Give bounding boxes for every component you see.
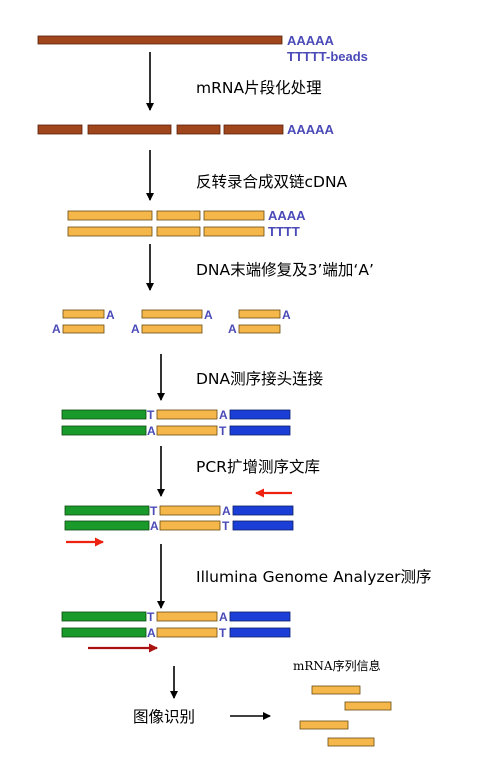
adapter-right bbox=[229, 425, 291, 436]
adapter-left bbox=[61, 627, 147, 638]
mrna-fragment bbox=[223, 124, 284, 135]
adapter-right bbox=[232, 520, 294, 531]
result-label: mRNA序列信息 bbox=[293, 658, 381, 673]
sequence-reads bbox=[299, 685, 392, 747]
t-base: T bbox=[219, 626, 227, 640]
step-pcr-amplification: PCR扩增测序文库 bbox=[196, 458, 320, 476]
read-fragment bbox=[344, 701, 392, 711]
adapter-right bbox=[229, 611, 291, 622]
adapter-right bbox=[229, 627, 291, 638]
adapter-left bbox=[61, 425, 147, 436]
cdna-fragment bbox=[238, 309, 281, 319]
a-overhang: A bbox=[282, 308, 291, 322]
insert-fragment bbox=[159, 505, 221, 516]
polya-fragment-label: AAAAA bbox=[287, 122, 335, 137]
cdna-fragment bbox=[203, 226, 265, 237]
a-overhang: A bbox=[204, 308, 213, 322]
insert-fragment bbox=[156, 627, 218, 638]
t-base: T bbox=[150, 504, 158, 518]
cdna-fragment bbox=[62, 324, 105, 334]
stage-fragments: AAAAA bbox=[37, 122, 335, 137]
cdna-fragment bbox=[156, 210, 201, 221]
polya-label: AAAAA bbox=[287, 33, 335, 48]
tttt-label: TTTT bbox=[268, 224, 300, 239]
step-image-recognition: 图像识别 bbox=[133, 708, 195, 726]
mrna-fragment bbox=[37, 124, 83, 135]
read-fragment bbox=[311, 685, 361, 695]
step-reverse-transcription: 反转录合成双链cDNA bbox=[196, 173, 348, 191]
a-base: A bbox=[147, 424, 156, 438]
adapter-right bbox=[232, 505, 294, 516]
insert-fragment bbox=[159, 520, 221, 531]
read-fragment bbox=[327, 737, 375, 747]
mrna-fragment bbox=[176, 124, 221, 135]
aaaa-label: AAAA bbox=[268, 208, 306, 223]
a-base: A bbox=[219, 408, 228, 422]
insert-fragment bbox=[156, 611, 218, 622]
a-base: A bbox=[219, 610, 228, 624]
adapter-right bbox=[229, 409, 291, 420]
stage-mrna-capture: AAAAA TTTTT-beads bbox=[37, 33, 368, 64]
t-base: T bbox=[147, 408, 155, 422]
a-overhang: A bbox=[228, 322, 237, 336]
cdna-fragment bbox=[203, 210, 265, 221]
adapter-left bbox=[64, 520, 150, 531]
adapter-left bbox=[61, 409, 147, 420]
t-base: T bbox=[219, 424, 227, 438]
a-base: A bbox=[222, 504, 231, 518]
a-overhang: A bbox=[52, 322, 61, 336]
stage-a-tailing: A A A A A A bbox=[52, 308, 291, 336]
adapter-left bbox=[64, 505, 150, 516]
a-base: A bbox=[147, 626, 156, 640]
insert-fragment bbox=[156, 425, 218, 436]
a-overhang: A bbox=[131, 322, 140, 336]
cdna-fragment bbox=[238, 324, 281, 334]
beads-label: TTTTT-beads bbox=[287, 49, 368, 64]
t-base: T bbox=[222, 519, 230, 533]
a-base: A bbox=[150, 519, 159, 533]
adapter-left bbox=[61, 611, 147, 622]
stage-sequencing: T A A T bbox=[61, 610, 291, 640]
step-fragmentation: mRNA片段化处理 bbox=[196, 79, 322, 97]
cdna-fragment bbox=[67, 210, 153, 221]
step-end-repair: DNA末端修复及3’端加‘A’ bbox=[196, 261, 374, 279]
cdna-fragment bbox=[67, 226, 153, 237]
step-sequencing: Illumina Genome Analyzer测序 bbox=[196, 568, 432, 586]
mrna-strand bbox=[37, 35, 283, 45]
mrna-fragment bbox=[87, 124, 172, 135]
stage-adapter-ligated: T A A T bbox=[61, 408, 291, 438]
insert-fragment bbox=[156, 409, 218, 420]
a-overhang: A bbox=[106, 308, 115, 322]
cdna-fragment bbox=[141, 324, 203, 334]
t-base: T bbox=[147, 610, 155, 624]
cdna-fragment bbox=[156, 226, 201, 237]
stage-ds-cdna: AAAA TTTT bbox=[67, 208, 306, 239]
stage-pcr-library: T A A T bbox=[64, 504, 294, 533]
read-fragment bbox=[299, 720, 349, 730]
cdna-fragment bbox=[62, 309, 105, 319]
cdna-fragment bbox=[141, 309, 203, 319]
step-adapter-ligation: DNA测序接头连接 bbox=[196, 370, 323, 388]
